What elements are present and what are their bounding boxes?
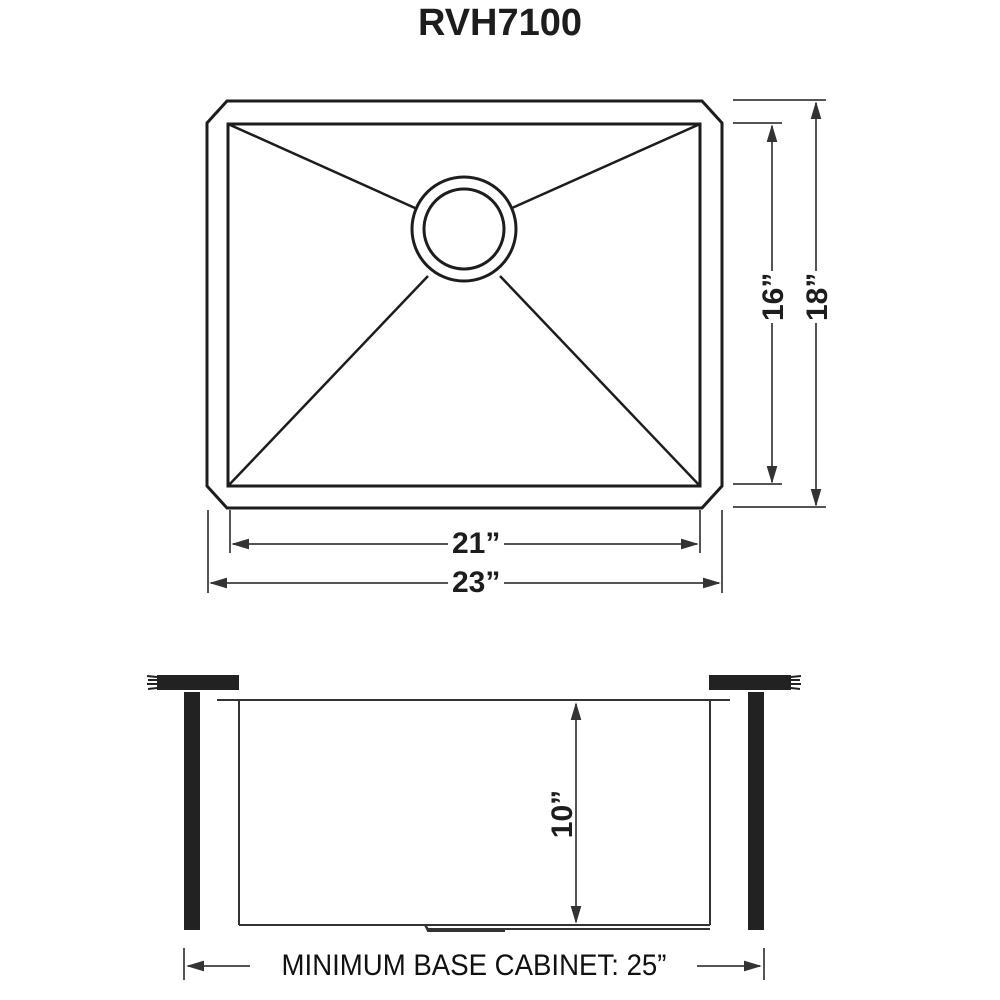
countertop-left-icon	[146, 675, 239, 690]
sink-outer-rim	[205, 99, 724, 510]
minimum-base-cabinet-label: MINIMUM BASE CABINET: 25”	[267, 949, 681, 983]
outer-depth-label: 18”	[801, 271, 835, 323]
countertop-right-icon	[709, 675, 802, 690]
top-view	[205, 99, 826, 593]
cabinet-wall-left-icon	[184, 692, 200, 930]
inner-width-label: 21”	[448, 527, 505, 561]
cabinet-wall-right-icon	[748, 692, 764, 930]
sink-side-profile	[217, 699, 730, 930]
drain-stub	[424, 924, 505, 932]
bowl-depth-label: 10”	[546, 789, 579, 839]
model-title: RVH7100	[417, 2, 583, 44]
outer-width-label: 23”	[448, 566, 505, 600]
side-view	[146, 675, 802, 980]
inner-depth-label: 16”	[757, 271, 791, 323]
sink-inner-bowl	[226, 122, 702, 488]
cabinet-dimension	[183, 948, 765, 980]
drain-icon	[410, 175, 518, 283]
